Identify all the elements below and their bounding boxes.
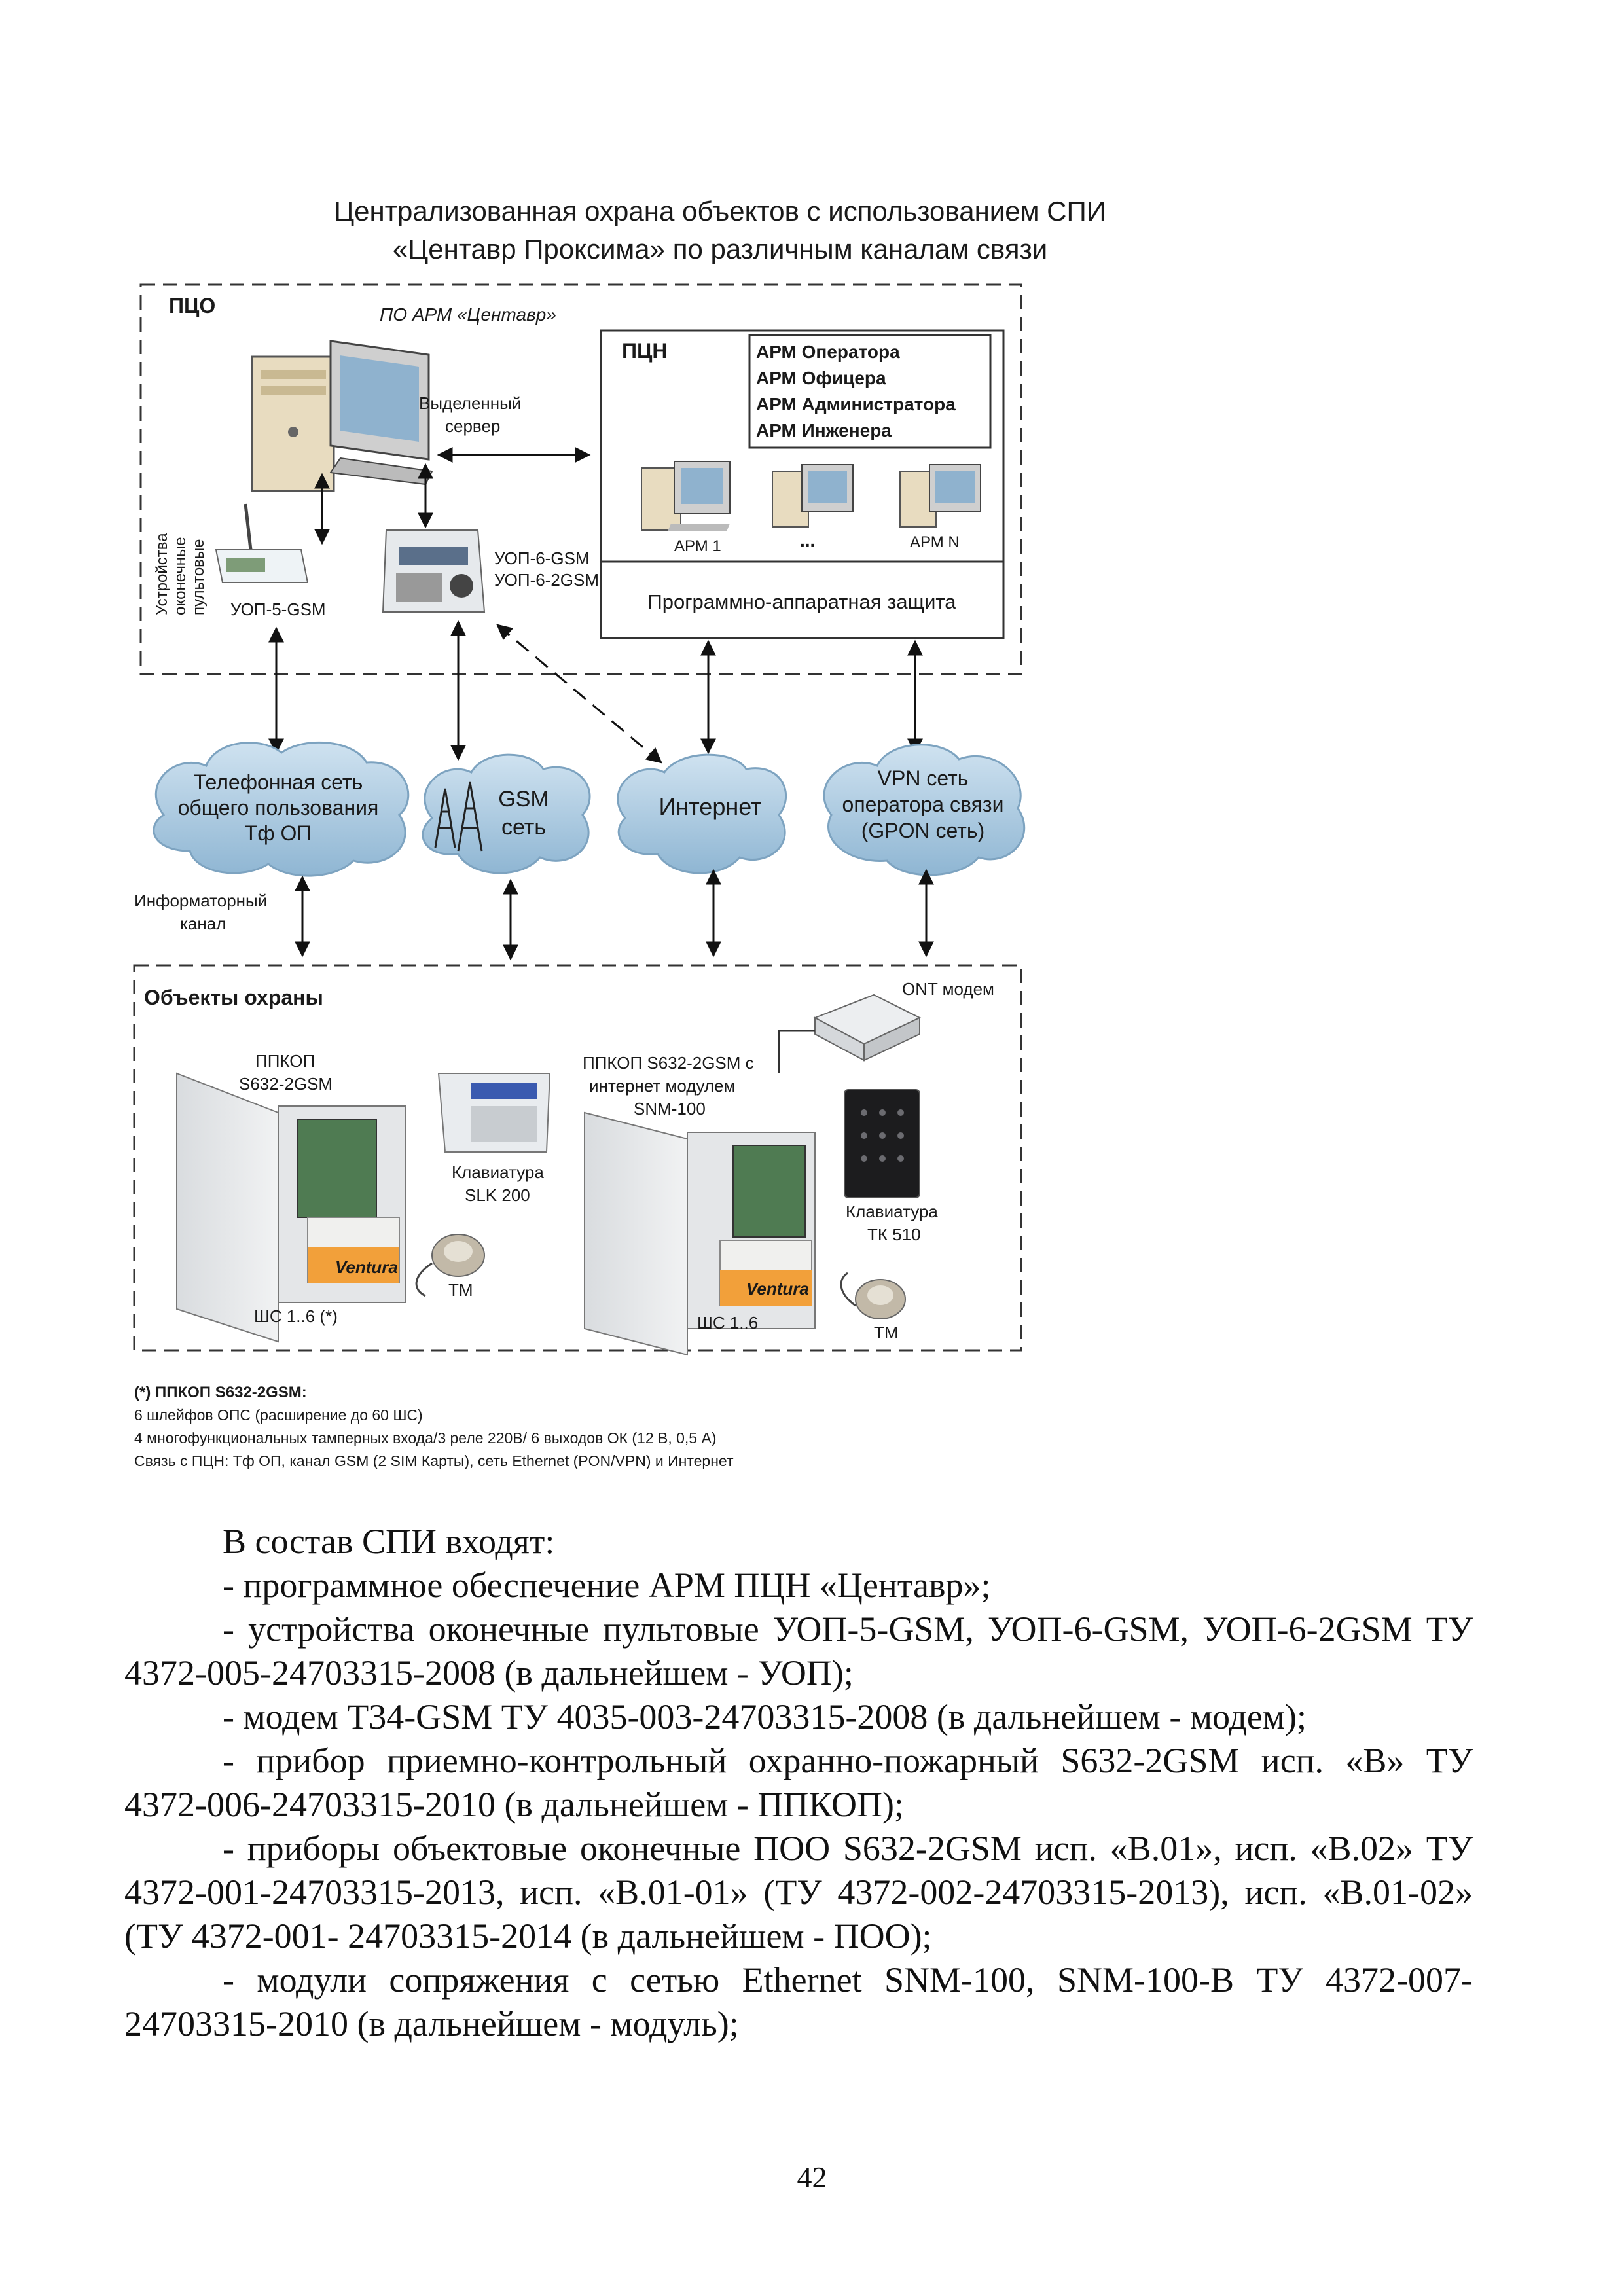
- info-channel-label-2: канал: [180, 914, 226, 933]
- footnote-line3: 4 многофункциональных тамперных входа/3 …: [134, 1429, 717, 1446]
- body-text: В состав СПИ входят: - программное обесп…: [124, 1520, 1473, 2046]
- cloud-vpn-network: [823, 744, 1026, 876]
- ppkop2-label-3: SNM-100: [634, 1099, 706, 1119]
- workstation-icon: [772, 464, 854, 528]
- pcn-box: [600, 329, 1005, 639]
- svg-text:Устройства: Устройства: [153, 533, 171, 615]
- touch-memory-reader-icon: [415, 1234, 485, 1297]
- objects-label: Объекты охраны: [144, 986, 323, 1009]
- svg-text:оконечные: оконечные: [171, 537, 189, 615]
- body-intro: В состав СПИ входят:: [223, 1522, 555, 1561]
- ppkop2-label-2: интернет модулем: [589, 1076, 735, 1096]
- workstation-icon: [899, 464, 981, 528]
- uop-vertical-label: Устройства оконечные пультовые: [153, 533, 208, 615]
- arm-role-operator: АРМ Оператора: [756, 342, 900, 362]
- body-item-6: - модули сопряжения с сетью Ethernet SNM…: [124, 1960, 1473, 2043]
- armn-label: АРМ N: [910, 533, 960, 551]
- cloud-gsm-network: [422, 753, 591, 874]
- svg-text:пультовые: пультовые: [190, 539, 208, 615]
- keypad1-label-1: Клавиатура: [452, 1162, 544, 1182]
- cloud-phone-line2: общего пользования: [178, 796, 379, 819]
- shs2-label: ШС 1..6: [697, 1313, 758, 1333]
- dashed-internet-link: [496, 624, 662, 764]
- cloud-internet: [617, 753, 787, 874]
- arm-role-admin: АРМ Администратора: [756, 394, 956, 414]
- keypad1-label-2: SLK 200: [465, 1185, 530, 1205]
- footnote-line2: 6 шлейфов ОПС (расширение до 60 ШС): [134, 1407, 423, 1424]
- info-channel-label-1: Информаторный: [134, 891, 267, 910]
- arm-role-engineer: АРМ Инженера: [756, 420, 892, 440]
- footnote-line4: Связь с ПЦН: Тф ОП, канал GSM (2 SIM Кар…: [134, 1452, 734, 1469]
- uop6-device-icon: [382, 529, 486, 613]
- arm-roles-box: [748, 334, 992, 449]
- server-label-1: Выделенный: [419, 393, 521, 413]
- server-icon: [251, 340, 433, 492]
- software-label: ПО АРМ «Центавр»: [380, 304, 556, 325]
- keypad2-label-2: ТК 510: [867, 1225, 921, 1244]
- pco-label: ПЦО: [169, 294, 215, 317]
- system-diagram: Централизованная охрана объектов с испол…: [133, 196, 1106, 1469]
- ppkop2-label-1: ППКОП S632-2GSM с: [583, 1053, 754, 1073]
- arm1-label: АРМ 1: [674, 537, 721, 555]
- ppkop-cabinet-1-icon: [176, 1072, 406, 1343]
- keypad2-label-1: Клавиатура: [846, 1202, 938, 1221]
- body-item-4: - прибор приемно-контрольный охранно-пож…: [124, 1741, 1473, 1824]
- cloud-phone-line1: Телефонная сеть: [194, 770, 363, 794]
- uop5-device-icon: [215, 503, 309, 583]
- server-label-2: сервер: [445, 416, 500, 436]
- body-item-5: - приборы объектовые оконечные ПОО S632-…: [124, 1829, 1473, 1956]
- shs1-label: ШС 1..6 (*): [254, 1306, 338, 1326]
- uop6-label-1: УОП-6-GSM: [494, 548, 590, 568]
- arm-dots: ...: [800, 530, 815, 550]
- tm-label-2: ТМ: [874, 1323, 899, 1342]
- ppkop1-label-2: S632-2GSM: [239, 1074, 333, 1094]
- protection-label: Программно-аппаратная защита: [647, 590, 956, 613]
- ppkop1-label-1: ППКОП: [255, 1051, 315, 1071]
- arm-role-officer: АРМ Офицера: [756, 368, 886, 388]
- cloud-internet-label: Интернет: [659, 793, 761, 820]
- diagram-title-line1: Централизованная охрана объектов с испол…: [334, 196, 1106, 226]
- cloud-phone-network: [153, 741, 410, 877]
- objects-frame: [133, 964, 1022, 1352]
- cloud-vpn-line3: (GPON сеть): [861, 819, 985, 842]
- keypad-slk200-icon: [437, 1073, 551, 1153]
- ppkop-cabinet-2-icon: [584, 1111, 816, 1356]
- tm-label-1: ТМ: [448, 1280, 473, 1300]
- pco-frame: [139, 283, 1022, 675]
- body-item-3: - модем Т34-GSM ТУ 4035-003-24703315-200…: [223, 1697, 1307, 1736]
- uop6-label-2: УОП-6-2GSM: [494, 570, 599, 590]
- workstation-icon: [641, 461, 731, 531]
- brand-label-2: Ventura: [746, 1279, 809, 1299]
- body-item-1: - программное обеспечение АРМ ПЦН «Цента…: [223, 1566, 991, 1605]
- gsm-tower-icon: [434, 781, 483, 852]
- cloud-phone-line3: Тф ОП: [245, 821, 312, 845]
- cloud-vpn-line1: VPN сеть: [878, 766, 969, 790]
- ont-label: ONT модем: [902, 979, 994, 999]
- brand-label-1: Ventura: [335, 1257, 398, 1277]
- cloud-gsm-line2: сеть: [501, 815, 546, 840]
- cloud-gsm-line1: GSM: [498, 787, 549, 812]
- page-number: 42: [797, 2161, 827, 2194]
- footnote-line1: (*) ППКОП S632-2GSM:: [134, 1384, 307, 1401]
- uop5-label: УОП-5-GSM: [230, 600, 326, 619]
- keypad-tk510-icon: [844, 1089, 920, 1198]
- pcn-label: ПЦН: [622, 339, 667, 363]
- diagram-title-line2: «Центавр Проксима» по различным каналам …: [393, 234, 1047, 264]
- body-item-2: - устройства оконечные пультовые УОП-5-G…: [124, 1609, 1473, 1693]
- ont-modem-icon: [813, 994, 922, 1062]
- touch-memory-reader-icon: [840, 1272, 906, 1319]
- cloud-vpn-line2: оператора связи: [842, 793, 1004, 816]
